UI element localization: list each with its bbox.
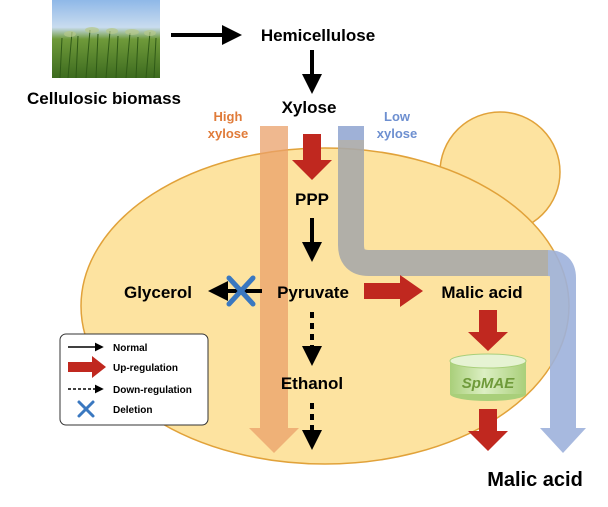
high-xylose-flux — [249, 126, 299, 453]
arrow-malic-acid-to-spmae — [468, 310, 508, 351]
low-xylose-label-line2: xylose — [377, 126, 417, 141]
glycerol-label: Glycerol — [124, 283, 192, 302]
malic-acid-inside-label: Malic acid — [441, 283, 522, 302]
legend-down-regulation-label: Down-regulation — [113, 385, 192, 396]
deletion-cross-icon — [226, 275, 256, 307]
legend: Normal Up-regulation Down-regulation Del… — [59, 333, 209, 426]
spmae-label: SpMAE — [462, 375, 515, 392]
arrow-spmae-to-outside — [468, 409, 508, 451]
legend-up-regulation-label: Up-regulation — [113, 363, 178, 374]
spmae-transporter: SpMAE — [449, 353, 527, 401]
legend-item-down-regulation: Down-regulation — [68, 384, 192, 396]
legend-deletion-label: Deletion — [113, 405, 152, 416]
legend-item-normal: Normal — [68, 342, 148, 354]
normal-arrows — [171, 25, 322, 301]
xylose-label: Xylose — [282, 98, 337, 117]
up-regulation-arrows — [292, 134, 508, 451]
pyruvate-label: Pyruvate — [277, 283, 349, 302]
arrow-xylose-to-ppp — [292, 134, 332, 180]
legend-up-regulation-arrow-icon — [68, 356, 106, 378]
cellulosic-biomass-label: Cellulosic biomass — [27, 89, 181, 108]
ethanol-label: Ethanol — [281, 374, 343, 393]
sugarcane-field-photo — [52, 0, 160, 79]
high-xylose-label-line1: High — [214, 109, 243, 124]
legend-item-up-regulation: Up-regulation — [68, 356, 178, 378]
high-xylose-label-line2: xylose — [208, 126, 248, 141]
arrow-pyruvate-to-malic-acid — [364, 275, 423, 307]
ppp-label: PPP — [295, 190, 329, 209]
low-xylose-label-line1: Low — [384, 109, 411, 124]
legend-normal-label: Normal — [113, 343, 148, 354]
legend-box — [59, 333, 209, 426]
legend-deletion-cross-icon — [77, 400, 95, 418]
low-xylose-flux — [338, 126, 586, 453]
hemicellulose-label: Hemicellulose — [261, 26, 375, 45]
yeast-bud-overlap — [440, 190, 498, 240]
malic-acid-outside-label: Malic acid — [487, 469, 583, 491]
legend-item-deletion: Deletion — [77, 400, 152, 418]
